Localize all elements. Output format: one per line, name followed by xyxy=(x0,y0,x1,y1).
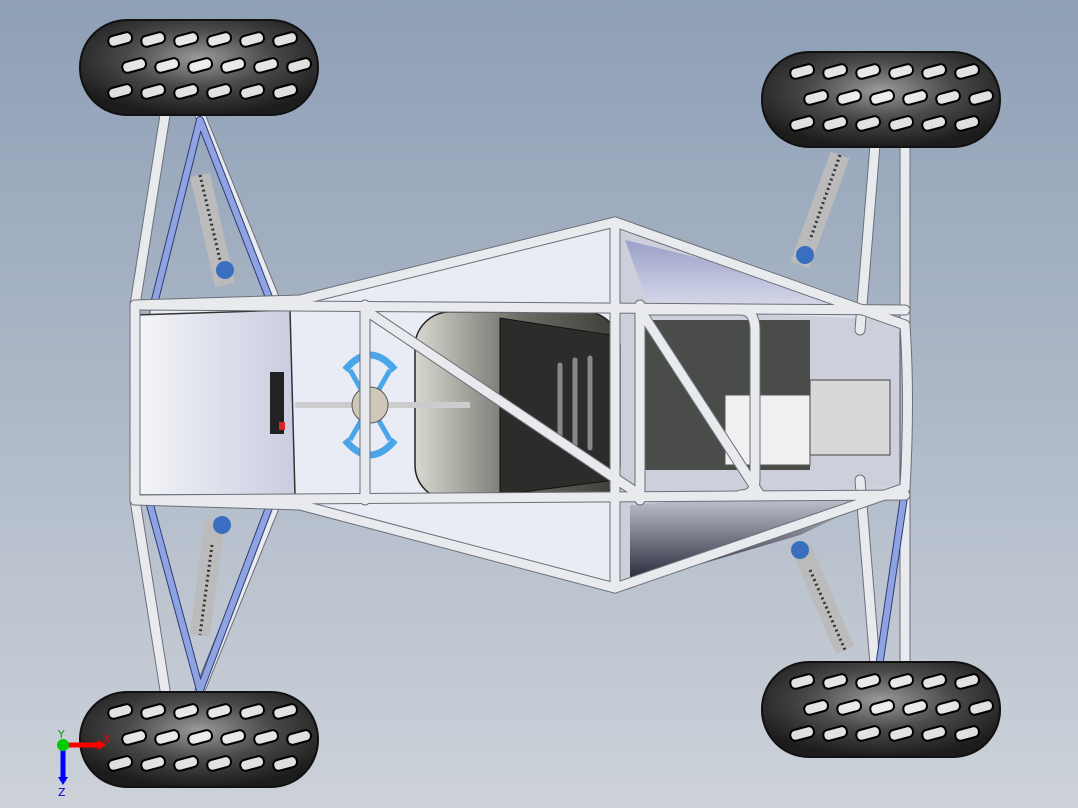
tread-lug xyxy=(206,83,233,100)
tread-lug xyxy=(239,703,266,720)
tread-lug xyxy=(822,725,849,742)
tread-lug xyxy=(239,31,266,48)
tread-lug xyxy=(836,699,863,716)
y-axis-label: Y xyxy=(57,728,65,741)
tread-lug xyxy=(173,31,200,48)
tread-lug xyxy=(888,63,915,80)
tread-lug xyxy=(140,83,167,100)
tread-lug xyxy=(954,115,981,132)
shock-absorbers xyxy=(190,151,855,654)
tread-lug xyxy=(140,703,167,720)
tread-lug xyxy=(107,83,134,100)
z-axis-label: Z xyxy=(58,786,66,799)
tread-lug xyxy=(154,729,181,746)
tread-lug xyxy=(789,63,816,80)
tread-lug xyxy=(855,725,882,742)
tread-lug xyxy=(921,115,948,132)
dashboard-switch-panel xyxy=(270,372,284,434)
x-axis-arrowhead xyxy=(98,740,106,750)
tread-lug xyxy=(272,755,299,772)
tread-lug xyxy=(789,725,816,742)
tread-lug xyxy=(206,703,233,720)
cvt-housing xyxy=(809,379,891,456)
tread-lug xyxy=(921,725,948,742)
tread-lug xyxy=(921,673,948,690)
tread-lug xyxy=(239,755,266,772)
rear-suspension xyxy=(854,139,911,671)
kill-switch[interactable] xyxy=(279,422,285,430)
tread-lug xyxy=(206,755,233,772)
tires xyxy=(79,19,1001,788)
tread-lug xyxy=(789,115,816,132)
tread-lug xyxy=(954,725,981,742)
tread-lug xyxy=(855,115,882,132)
shock-front-right xyxy=(190,518,225,637)
tread-lug xyxy=(836,89,863,106)
tread-lug xyxy=(869,89,896,106)
tread-lug xyxy=(121,729,148,746)
tread-lug xyxy=(187,57,214,74)
tread-lug xyxy=(239,83,266,100)
tread-lug xyxy=(173,83,200,100)
tread-lug xyxy=(888,725,915,742)
tread-lug xyxy=(822,115,849,132)
tread-lug xyxy=(921,63,948,80)
tread-lug xyxy=(154,57,181,74)
y-axis-dot xyxy=(57,739,69,751)
tread-lug xyxy=(286,729,313,746)
tread-lug xyxy=(220,729,247,746)
tread-lug xyxy=(803,699,830,716)
tire-rear-left xyxy=(761,51,1001,148)
tread-lug xyxy=(107,703,134,720)
tread-lug xyxy=(855,673,882,690)
tire-rear-right xyxy=(761,661,1001,758)
tread-lug xyxy=(902,89,929,106)
tread-lug xyxy=(869,699,896,716)
tread-lug xyxy=(888,115,915,132)
tread-lug xyxy=(935,89,962,106)
tread-lug xyxy=(173,703,200,720)
tread-lug xyxy=(140,31,167,48)
tread-lug xyxy=(272,703,299,720)
tire-front-right xyxy=(79,691,319,788)
tire-front-left xyxy=(79,19,319,116)
tread-lug xyxy=(140,755,167,772)
tread-lug xyxy=(286,57,313,74)
tread-lug xyxy=(173,755,200,772)
tread-lug xyxy=(902,699,929,716)
x-axis-label: X xyxy=(103,733,111,746)
tread-lug xyxy=(107,755,134,772)
tread-lug xyxy=(206,31,233,48)
tread-lug xyxy=(822,63,849,80)
tread-lug xyxy=(107,31,134,48)
tread-lug xyxy=(272,83,299,100)
tread-lug xyxy=(855,63,882,80)
tread-lug xyxy=(888,673,915,690)
tread-lug xyxy=(803,89,830,106)
coordinate-triad[interactable]: X Y Z xyxy=(57,728,111,799)
tread-lug xyxy=(253,729,280,746)
tread-lug xyxy=(187,729,214,746)
tread-lug xyxy=(822,673,849,690)
tread-lug xyxy=(954,63,981,80)
tread-lug xyxy=(968,699,995,716)
tread-lug xyxy=(272,31,299,48)
tread-lug xyxy=(968,89,995,106)
roll-cage xyxy=(129,216,913,594)
tread-lug xyxy=(935,699,962,716)
tread-lug xyxy=(253,57,280,74)
tread-lug xyxy=(954,673,981,690)
tread-lug xyxy=(121,57,148,74)
tread-lug xyxy=(220,57,247,74)
z-axis-arrowhead xyxy=(58,777,68,785)
front-suspension xyxy=(129,109,281,696)
tread-lug xyxy=(789,673,816,690)
